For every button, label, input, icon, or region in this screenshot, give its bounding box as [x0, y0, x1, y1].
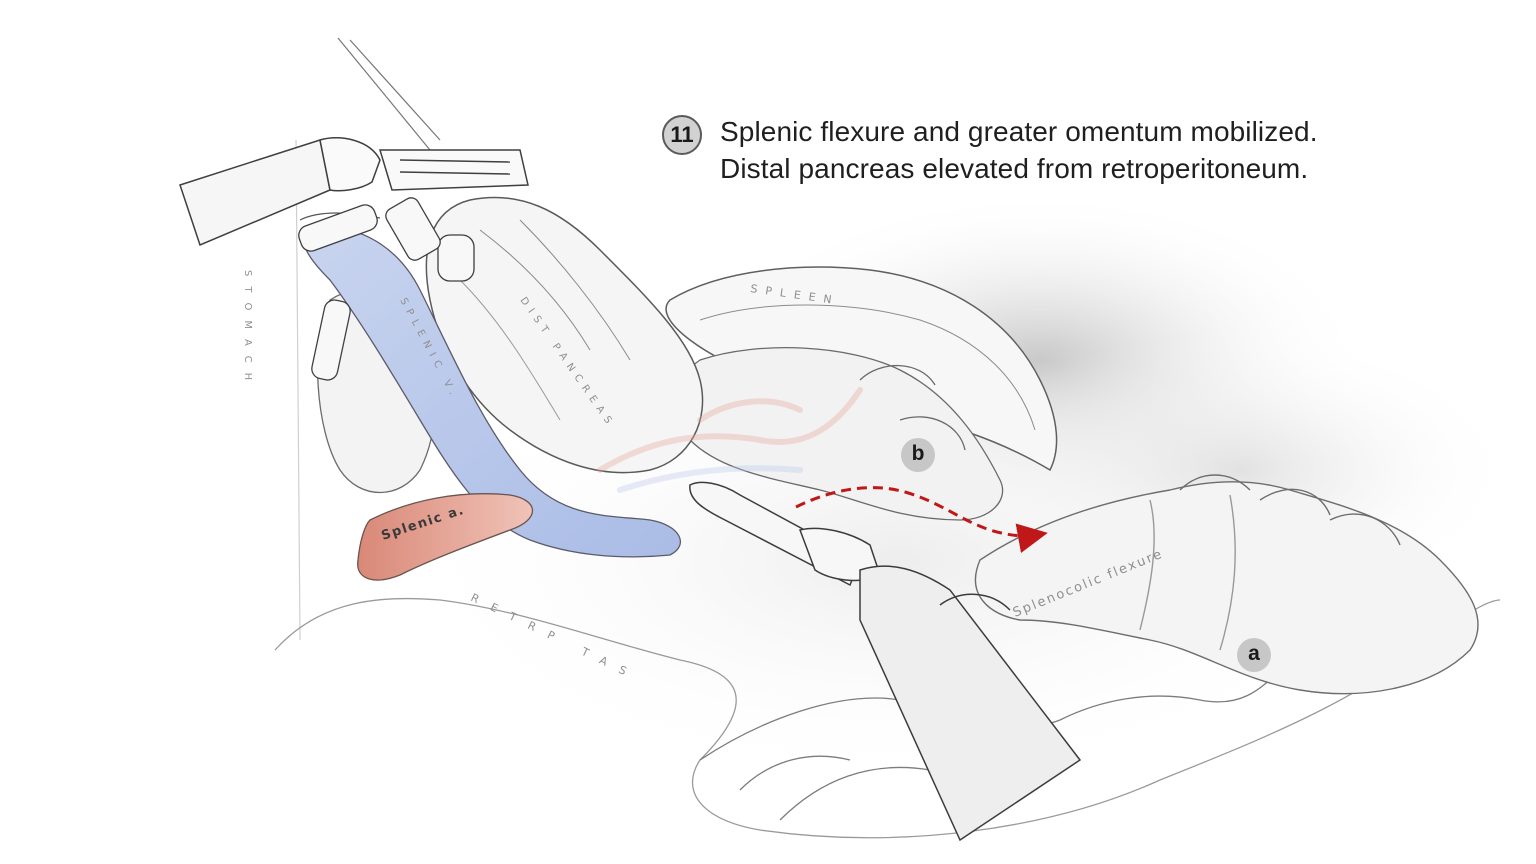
colon [974, 474, 1479, 695]
step-number-badge: 11 [662, 115, 702, 155]
retraction-line [295, 37, 441, 641]
energy-device [689, 481, 1082, 842]
splenic-artery [357, 493, 534, 581]
step-caption: 11 Splenic flexure and greater omentum m… [662, 113, 1462, 203]
grasper-instrument [179, 137, 529, 247]
greater-omentum [675, 347, 1004, 521]
vessel-network [597, 387, 863, 493]
step-caption-line-1: Splenic flexure and greater omentum mobi… [720, 116, 1318, 147]
marker-a: a [1237, 638, 1271, 672]
dissection-direction-arrow [795, 486, 1048, 553]
step-caption-line-2: Distal pancreas elevated from retroperit… [720, 153, 1309, 184]
distal-pancreas [425, 196, 704, 474]
stomach-label: STOMACH [242, 270, 253, 390]
marker-b: b [901, 438, 935, 472]
vessel-clips [298, 197, 475, 381]
